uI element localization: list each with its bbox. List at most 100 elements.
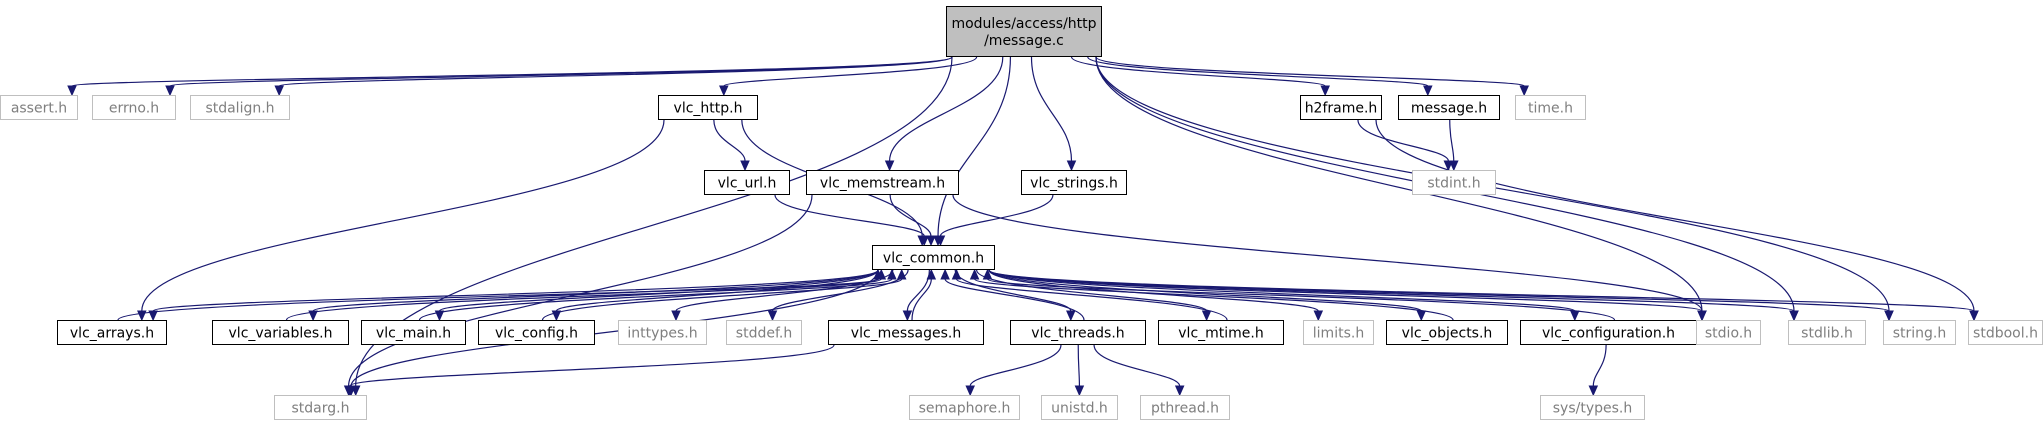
node-label: /message.c (984, 33, 1064, 49)
node-stdlib: stdlib.h (1788, 320, 1866, 345)
node-stdarg: stdarg.h (274, 395, 367, 420)
node-label: vlc_main.h (376, 326, 451, 342)
node-label: vlc_http.h (674, 101, 743, 117)
edge-vlc_http-to-vlc_arrays (137, 119, 665, 322)
edge-vlc_strings-to-vlc_common (935, 194, 1054, 247)
node-vlc-objects[interactable]: vlc_objects.h (1386, 320, 1508, 345)
edge-vlc_common-to-stdbool (988, 269, 1979, 322)
node-vlc-memstream[interactable]: vlc_memstream.h (806, 170, 959, 195)
node-label: pthread.h (1151, 401, 1219, 417)
edge-vlc_threads-to-semaphore (965, 344, 1062, 397)
node-vlc-arrays[interactable]: vlc_arrays.h (57, 320, 167, 345)
edge-vlc_config-to-vlc_common (541, 268, 907, 321)
node-string: string.h (1883, 320, 1956, 345)
node-label: vlc_objects.h (1402, 326, 1493, 342)
edge-vlc_threads-to-pthread (1093, 344, 1185, 397)
edge-vlc_messages-to-stdarg (345, 344, 835, 397)
edge-root-to-vlc_http (719, 56, 978, 97)
node-label: vlc_strings.h (1030, 176, 1118, 192)
edge-vlc_memstream-to-stdio (952, 194, 1707, 322)
node-label: stdio.h (1705, 326, 1752, 342)
node-label: vlc_variables.h (229, 326, 333, 342)
edge-root-to-vlc_common (933, 56, 1012, 247)
node-semaphore: semaphore.h (909, 395, 1020, 420)
edge-vlc_threads-to-unistd (1074, 344, 1085, 397)
edge-vlc_memstream-to-vlc_common (889, 194, 936, 247)
edge-root-to-h2frame (1070, 56, 1330, 97)
node-vlc-url[interactable]: vlc_url.h (704, 170, 790, 195)
node-label: vlc_arrays.h (70, 326, 154, 342)
node-limits: limits.h (1303, 320, 1374, 345)
node-label: vlc_url.h (718, 176, 777, 192)
node-stddef: stddef.h (726, 320, 802, 345)
node-label: vlc_common.h (883, 251, 984, 267)
node-vlc-configuration[interactable]: vlc_configuration.h (1520, 320, 1697, 345)
edge-message-to-stdint (1449, 119, 1459, 172)
node-vlc-main[interactable]: vlc_main.h (361, 320, 466, 345)
node-systypes: sys/types.h (1540, 395, 1645, 420)
node-label: limits.h (1313, 326, 1364, 342)
node-errno: errno.h (92, 95, 176, 120)
node-label: vlc_configuration.h (1542, 326, 1675, 342)
edge-vlc_common-to-vlc_variables (308, 269, 879, 322)
node-label: assert.h (11, 101, 67, 117)
node-root[interactable]: modules/access/http/message.c (946, 6, 1102, 57)
edge-root-to-vlc_strings (1030, 56, 1077, 172)
node-inttypes: inttypes.h (618, 320, 707, 345)
node-stdint: stdint.h (1412, 170, 1496, 195)
node-vlc-config[interactable]: vlc_config.h (478, 320, 595, 345)
node-label: sys/types.h (1553, 401, 1632, 417)
node-label: stddef.h (736, 326, 792, 342)
node-label: inttypes.h (627, 326, 697, 342)
node-vlc-mtime[interactable]: vlc_mtime.h (1158, 320, 1284, 345)
edge-h2frame-to-stdint (1357, 119, 1454, 172)
node-label: stdarg.h (292, 401, 350, 417)
edge-h2frame-to-stdbool (1375, 119, 1979, 322)
node-label: semaphore.h (919, 401, 1011, 417)
edge-vlc_configuration-to-vlc_common (982, 268, 1616, 321)
edge-vlc_main-to-vlc_common (418, 268, 897, 321)
edge-vlc_mtime-to-vlc_common (951, 268, 1228, 321)
node-label: stdalign.h (205, 101, 274, 117)
node-vlc-http[interactable]: vlc_http.h (658, 95, 758, 120)
edge-root-to-stdalign (274, 56, 953, 97)
node-assert: assert.h (0, 95, 78, 120)
node-vlc-strings[interactable]: vlc_strings.h (1021, 170, 1127, 195)
node-stdio: stdio.h (1696, 320, 1761, 345)
node-pthread: pthread.h (1140, 395, 1230, 420)
node-vlc-messages[interactable]: vlc_messages.h (828, 320, 984, 345)
node-label: h2frame.h (1305, 101, 1378, 117)
edge-vlc_configuration-to-systypes (1588, 344, 1607, 397)
node-label: time.h (1528, 101, 1573, 117)
node-vlc-variables[interactable]: vlc_variables.h (212, 320, 349, 345)
node-label: errno.h (109, 101, 159, 117)
edge-root-to-time (1095, 56, 1529, 97)
node-label: vlc_memstream.h (820, 176, 945, 192)
edge-root-to-message (1087, 56, 1433, 97)
node-vlc-common[interactable]: vlc_common.h (872, 245, 995, 270)
edge-root-to-vlc_memstream (884, 56, 1004, 172)
node-label: stdlib.h (1801, 326, 1853, 342)
node-vlc-threads[interactable]: vlc_threads.h (1010, 320, 1146, 345)
edge-vlc_url-to-vlc_common (774, 194, 929, 247)
node-label: stdbool.h (1973, 326, 2038, 342)
edge-vlc_objects-to-vlc_common (969, 268, 1454, 321)
node-label: vlc_threads.h (1031, 326, 1124, 342)
node-label: vlc_config.h (495, 326, 578, 342)
edge-vlc_common-to-vlc_messages (902, 269, 930, 322)
node-label: unistd.h (1051, 401, 1108, 417)
node-label: vlc_mtime.h (1178, 326, 1263, 342)
node-label: string.h (1893, 326, 1947, 342)
node-label: modules/access/http (951, 16, 1096, 32)
node-stdalign: stdalign.h (190, 95, 290, 120)
node-message[interactable]: message.h (1398, 95, 1500, 120)
nodes-layer: modules/access/http/message.c assert.h err… (0, 6, 2043, 420)
edge-vlc_threads-to-vlc_common (940, 268, 1085, 321)
edge-vlc_messages-to-vlc_common (911, 268, 937, 321)
node-label: vlc_messages.h (851, 326, 961, 342)
edges-layer (67, 56, 1979, 397)
edge-vlc_variables-to-vlc_common (285, 268, 887, 321)
node-h2frame[interactable]: h2frame.h (1300, 95, 1382, 120)
edge-vlc_http-to-vlc_url (713, 119, 750, 172)
